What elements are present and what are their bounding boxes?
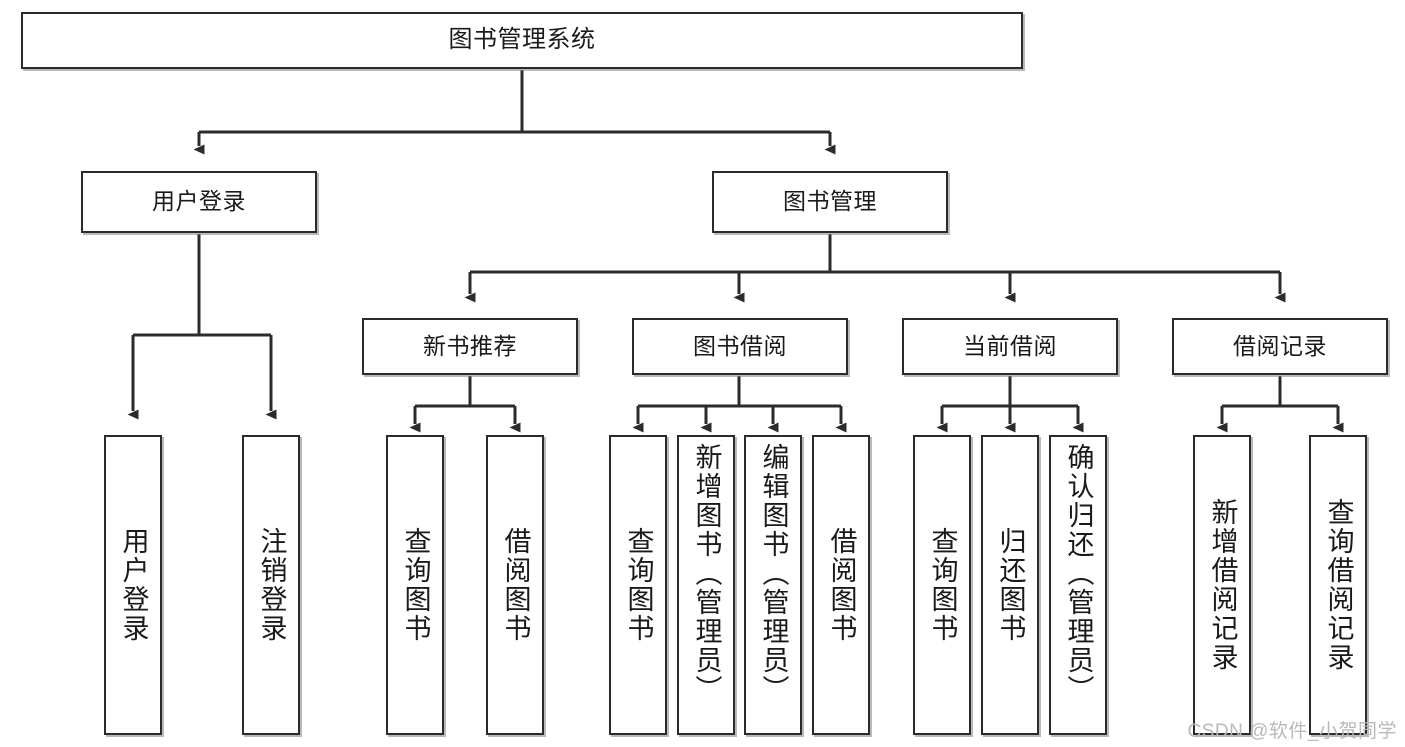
- node-label: 归还图书: [995, 527, 1026, 643]
- node-label: 图书管理系统: [448, 26, 596, 54]
- node-label: 新书推荐: [423, 332, 517, 359]
- leaf-bookborrow-query-book[interactable]: 查询图书: [609, 435, 667, 735]
- leaf-user-logout-action[interactable]: 注销登录: [242, 435, 300, 735]
- leaf-currentborrow-query-book[interactable]: 查询图书: [913, 435, 971, 735]
- node-new-book-recommend[interactable]: 新书推荐: [362, 318, 578, 375]
- node-label: 查询图书: [400, 527, 431, 643]
- leaf-bookborrow-borrow-book[interactable]: 借阅图书: [812, 435, 870, 735]
- node-label: 编辑图书（管理员）: [758, 443, 789, 704]
- leaf-bookborrow-add-book-admin[interactable]: 新增图书（管理员）: [677, 435, 735, 735]
- node-user-login[interactable]: 用户登录: [81, 171, 317, 233]
- leaf-bookborrow-edit-book-admin[interactable]: 编辑图书（管理员）: [744, 435, 802, 735]
- node-label: 查询图书: [623, 527, 654, 643]
- leaf-currentborrow-confirm-return-admin[interactable]: 确认归还（管理员）: [1049, 435, 1107, 735]
- leaf-borrowrecord-add-record[interactable]: 新增借阅记录: [1193, 435, 1251, 735]
- node-borrow-record[interactable]: 借阅记录: [1172, 318, 1388, 375]
- node-label: 新增借阅记录: [1207, 498, 1238, 672]
- node-label: 查询图书: [927, 527, 958, 643]
- leaf-borrowrecord-query-record[interactable]: 查询借阅记录: [1309, 435, 1367, 735]
- node-label: 借阅图书: [826, 527, 857, 643]
- node-label: 图书借阅: [693, 332, 787, 359]
- node-current-borrow[interactable]: 当前借阅: [902, 318, 1118, 375]
- leaf-newbook-query-book[interactable]: 查询图书: [386, 435, 444, 735]
- node-label: 新增图书（管理员）: [691, 443, 722, 704]
- node-book-management[interactable]: 图书管理: [712, 171, 948, 233]
- node-book-borrow[interactable]: 图书借阅: [632, 318, 848, 375]
- watermark-credit: CSDN @软件_小贺同学: [1187, 721, 1397, 742]
- node-label: 借阅记录: [1233, 332, 1327, 359]
- node-label: 图书管理: [783, 188, 877, 215]
- node-label: 当前借阅: [963, 332, 1057, 359]
- node-label: 注销登录: [256, 527, 287, 643]
- leaf-user-login-action[interactable]: 用户登录: [104, 435, 162, 735]
- node-label: 查询借阅记录: [1323, 498, 1354, 672]
- node-label: 用户登录: [152, 188, 246, 215]
- node-label: 确认归还（管理员）: [1063, 443, 1094, 704]
- node-label: 借阅图书: [500, 527, 531, 643]
- node-label: 用户登录: [118, 527, 149, 643]
- leaf-newbook-borrow-book[interactable]: 借阅图书: [486, 435, 544, 735]
- node-root-system[interactable]: 图书管理系统: [21, 12, 1023, 69]
- leaf-currentborrow-return-book[interactable]: 归还图书: [981, 435, 1039, 735]
